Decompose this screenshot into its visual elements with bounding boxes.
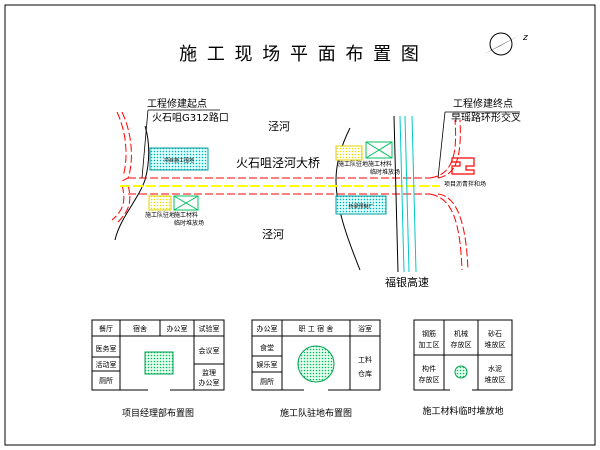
layout2-caption: 施工队驻地布置图 <box>280 407 352 419</box>
room-canteen: 餐厅 <box>99 324 113 333</box>
end-title: 工程修建终点 <box>453 97 513 110</box>
river-bank-east <box>335 127 361 271</box>
layout3-gate <box>450 386 472 392</box>
cell-component-1: 构件 <box>422 364 436 373</box>
prefab-yard-east-label: 桥梁预制厂 <box>348 203 373 210</box>
river-label-south: 泾河 <box>262 228 284 241</box>
highway-edge <box>393 115 399 273</box>
highway <box>399 115 417 273</box>
layout3-yard <box>454 365 468 379</box>
material-yard-west-label: 施工材料 <box>174 211 198 219</box>
room-meeting: 会议室 <box>199 346 220 355</box>
cell-cement-2: 堆放区 <box>485 375 506 384</box>
room-dorm: 宿舍 <box>133 324 147 333</box>
room-test: 试验室 <box>199 324 220 333</box>
layout-crew-camp <box>251 319 381 391</box>
river-bank-west <box>114 125 150 241</box>
bridge-label: 火石咀泾河大桥 <box>236 156 320 170</box>
start-sub: 火石咀G312路口 <box>152 111 229 124</box>
start-point: 工程修建起点 火石咀G312路口 <box>141 97 229 179</box>
room-office: 办公室 <box>257 324 278 333</box>
cell-machine-2: 存放区 <box>451 340 472 349</box>
north-arrow-icon: z <box>484 32 528 56</box>
layout1-gate <box>148 386 170 392</box>
material-yard-east-label-2: 临时堆放场 <box>370 168 400 176</box>
project-dept-zone-label: 项目施工围地 <box>164 157 194 164</box>
room-activity: 活动室 <box>96 360 117 369</box>
project-dept-zone <box>149 147 209 171</box>
layout1-yard <box>144 351 174 375</box>
end-sub: 早瑶路环形交叉 <box>451 111 521 124</box>
room-supervision-1: 监理 <box>202 368 216 377</box>
room-storage-1: 工料 <box>358 355 372 364</box>
room-toilet-2: 厕所 <box>260 377 274 386</box>
room-recreation: 娱乐室 <box>257 360 278 369</box>
layout1-caption: 项目经理部布置图 <box>122 407 194 419</box>
material-yard-east-label: 施工材料 <box>368 160 392 168</box>
plan-title: 施 工 现 场 平 面 布 置 图 <box>179 44 421 65</box>
room-storage-2: 仓库 <box>358 369 372 378</box>
crew-camp-west <box>148 195 172 211</box>
material-yard-west-label-2: 临时堆放场 <box>174 219 204 227</box>
cell-steel-2: 加工区 <box>419 340 440 349</box>
main-road <box>111 111 469 271</box>
material-yard-east <box>365 141 393 159</box>
material-yard-west <box>173 195 199 211</box>
room-canteen-2: 食堂 <box>260 343 274 352</box>
prefab-yard-east <box>335 195 387 215</box>
cell-sand-2: 堆放区 <box>485 340 506 349</box>
room-staff-dorm: 职 工 宿 舍 <box>299 324 334 333</box>
highway-label: 福银高速 <box>385 275 429 289</box>
room-office-top: 办公室 <box>167 324 188 333</box>
layout3-caption: 施工材料临时堆放地 <box>422 405 503 417</box>
start-title: 工程修建起点 <box>147 97 207 110</box>
cell-machine-1: 机械 <box>454 329 468 338</box>
asphalt-plant-label: 项目沥青拌和场 <box>444 180 486 188</box>
end-point: 工程修建终点 早瑶路环形交叉 <box>437 97 521 179</box>
room-clinic: 医务室 <box>96 344 117 353</box>
cell-sand-1: 砂石 <box>488 329 502 338</box>
crew-camp-west-label: 施工队驻地 <box>145 211 175 219</box>
room-bath: 浴室 <box>358 324 372 333</box>
compass-letter: z <box>522 33 528 43</box>
layout2-yard <box>297 345 335 383</box>
room-supervision-2: 办公室 <box>199 378 220 387</box>
cell-steel-1: 钢筋 <box>422 329 436 338</box>
cell-cement-1: 水泥 <box>488 364 502 373</box>
room-toilet: 厕所 <box>99 376 113 385</box>
crew-camp-east <box>335 145 363 161</box>
river-label-north: 泾河 <box>268 120 290 133</box>
asphalt-plant <box>451 157 475 175</box>
outer-frame <box>4 4 596 446</box>
cell-component-2: 存放区 <box>419 375 440 384</box>
layout2-gate <box>304 386 328 392</box>
crew-camp-east-label: 施工队驻地 <box>338 160 368 168</box>
